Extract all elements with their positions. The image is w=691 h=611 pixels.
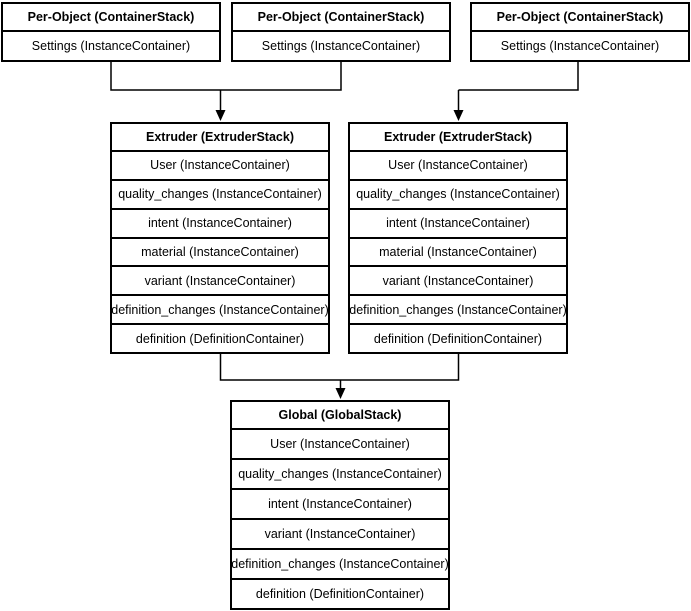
node-per-object-1: Per-Object (ContainerStack) Settings (In… <box>1 2 221 62</box>
node-title: Per-Object (ContainerStack) <box>27 10 195 24</box>
node-extruder-1: Extruder (ExtruderStack) User (InstanceC… <box>110 122 330 354</box>
node-row: Settings (InstanceContainer) <box>3 30 219 60</box>
node-row: material (InstanceContainer) <box>112 236 328 266</box>
node-row: quality_changes (InstanceContainer) <box>112 178 328 208</box>
node-row: intent (InstanceContainer) <box>350 207 566 237</box>
node-row: variant (InstanceContainer) <box>350 265 566 294</box>
node-row: intent (InstanceContainer) <box>232 488 448 518</box>
node-title: Global (GlobalStack) <box>278 408 402 422</box>
node-title: Per-Object (ContainerStack) <box>257 10 425 24</box>
node-row: Settings (InstanceContainer) <box>472 30 688 60</box>
node-per-object-2: Per-Object (ContainerStack) Settings (In… <box>231 2 451 62</box>
arrow-down-icon <box>335 388 346 399</box>
node-row: definition_changes (InstanceContainer) <box>231 548 449 578</box>
arrow-down-icon <box>215 110 226 121</box>
node-row: material (InstanceContainer) <box>350 236 566 266</box>
node-row: variant (InstanceContainer) <box>232 518 448 548</box>
node-per-object-3: Per-Object (ContainerStack) Settings (In… <box>470 2 690 62</box>
node-title: Extruder (ExtruderStack) <box>146 130 294 144</box>
connector-perobject12-to-extruder1 <box>110 62 342 91</box>
node-row: intent (InstanceContainer) <box>112 207 328 237</box>
node-extruder-2: Extruder (ExtruderStack) User (InstanceC… <box>348 122 568 354</box>
node-row: quality_changes (InstanceContainer) <box>350 178 566 208</box>
node-row: definition (DefinitionContainer) <box>232 578 448 608</box>
arrow-down-icon <box>453 110 464 121</box>
node-title: Extruder (ExtruderStack) <box>384 130 532 144</box>
node-row: definition (DefinitionContainer) <box>350 323 566 352</box>
node-row: definition_changes (InstanceContainer) <box>111 294 329 323</box>
connector-perobject3-to-extruder2 <box>458 62 579 91</box>
node-title: Per-Object (ContainerStack) <box>496 10 664 24</box>
node-row: definition_changes (InstanceContainer) <box>349 294 567 323</box>
node-global: Global (GlobalStack) User (InstanceConta… <box>230 400 450 610</box>
connector-extruders-to-global <box>219 354 460 381</box>
node-row: definition (DefinitionContainer) <box>112 323 328 352</box>
node-row: quality_changes (InstanceContainer) <box>232 458 448 488</box>
node-row: variant (InstanceContainer) <box>112 265 328 294</box>
node-row: User (InstanceContainer) <box>232 428 448 458</box>
node-row: User (InstanceContainer) <box>350 150 566 179</box>
node-row: User (InstanceContainer) <box>112 150 328 179</box>
node-row: Settings (InstanceContainer) <box>233 30 449 60</box>
